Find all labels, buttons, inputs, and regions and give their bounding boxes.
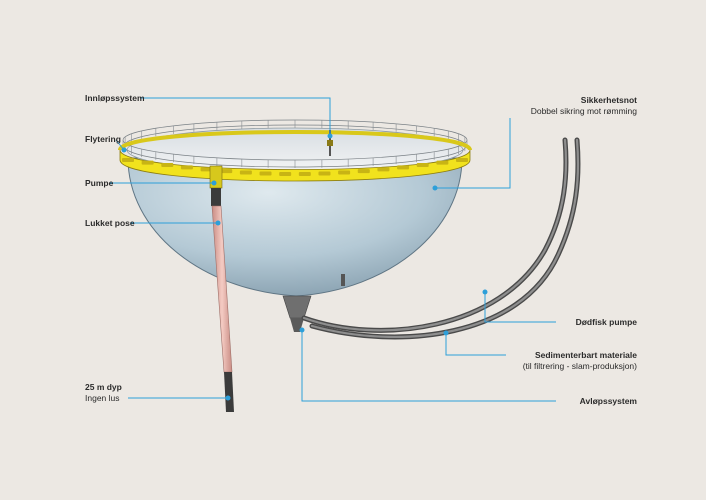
leader-dodfisk <box>484 292 556 323</box>
float-ring-slot <box>200 167 213 172</box>
float-ring-slot <box>180 165 193 170</box>
leader-avlop <box>301 330 556 402</box>
label-sikkerhetsnot-title: Sikkerhetsnot <box>580 95 637 105</box>
label-dodfisk-pumpe: Dødfisk pumpe <box>575 317 637 327</box>
float-ring-slot <box>259 171 272 176</box>
float-ring-slot <box>220 169 233 174</box>
float-ring-slot <box>279 171 292 176</box>
float-ring-slot <box>377 167 390 172</box>
label-sikkerhetsnot-sub: Dobbel sikring mot rømming <box>530 106 637 116</box>
float-ring-slot <box>456 158 468 162</box>
label-sediment-sub: (til filtrering - slam-produksjon) <box>522 361 637 371</box>
float-ring-slot <box>416 163 429 168</box>
label-innlopssystem: Innløpssystem <box>85 93 145 103</box>
float-ring-slot <box>161 163 174 168</box>
leader-innlop <box>140 97 331 135</box>
float-ring-slot <box>141 160 154 165</box>
label-dyp-sub: Ingen lus <box>85 393 120 403</box>
float-ring-slot <box>122 158 134 162</box>
outlet-hoses <box>301 137 581 340</box>
label-flytering: Flytering <box>85 134 121 144</box>
float-ring-slot <box>338 170 351 175</box>
railing-posts <box>122 120 468 168</box>
float-ring-slot <box>298 171 311 176</box>
float-ring-slot <box>397 165 410 170</box>
leader-dots <box>121 133 488 401</box>
float-ring-slot <box>436 160 449 165</box>
leader-sikkerhetsnot <box>435 118 511 189</box>
label-sediment-title: Sedimenterbart materiale <box>534 350 637 360</box>
float-ring-slot <box>357 169 370 174</box>
label-pumpe: Pumpe <box>85 178 114 188</box>
label-avlopssystem: Avløpssystem <box>579 396 637 406</box>
leader-lines <box>110 97 556 402</box>
float-ring-slot <box>318 171 331 176</box>
label-lukket-pose: Lukket pose <box>85 218 135 228</box>
float-ring-slot <box>239 170 252 175</box>
leader-sediment <box>445 333 506 356</box>
label-dyp-title: 25 m dyp <box>85 382 122 392</box>
